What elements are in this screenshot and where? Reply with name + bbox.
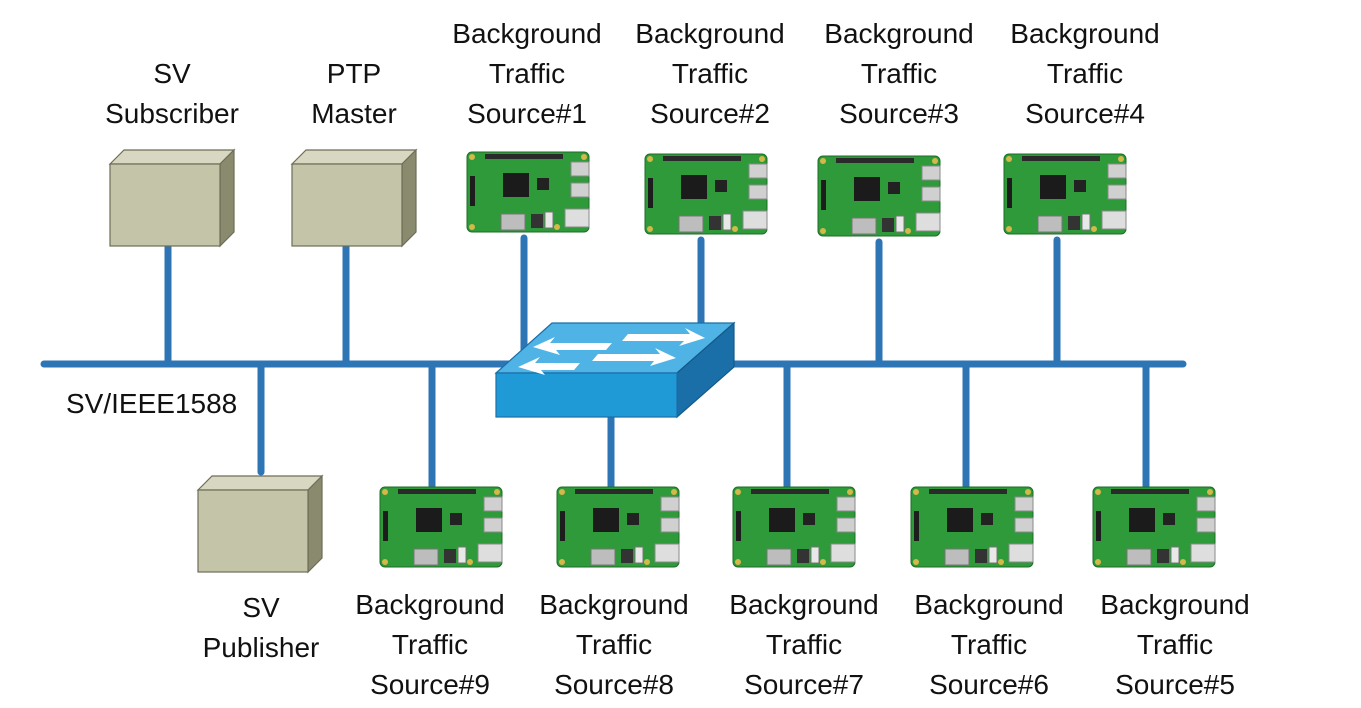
traffic-source-4-label-line: Background xyxy=(1010,18,1160,49)
traffic-source-1-board-icon xyxy=(466,151,590,233)
traffic-source-5-board-icon xyxy=(1092,486,1216,568)
sv-publisher-label-line: SV xyxy=(242,592,280,623)
traffic-source-4-board-icon xyxy=(1003,153,1127,235)
traffic-source-9-label-line: Source#9 xyxy=(370,669,490,700)
bus-label: SV/IEEE1588 xyxy=(66,388,238,419)
network-switch-icon xyxy=(494,321,736,419)
traffic-source-8-label-line: Source#8 xyxy=(554,669,674,700)
sv-subscriber-icon xyxy=(109,149,235,247)
sv-publisher-icon xyxy=(197,475,323,573)
traffic-source-7-label-line: Source#7 xyxy=(744,669,864,700)
traffic-source-6-board-icon xyxy=(910,486,1034,568)
traffic-source-7-board-icon xyxy=(732,486,856,568)
traffic-source-9-label-line: Traffic xyxy=(391,629,469,660)
traffic-source-4-label-line: Traffic xyxy=(1046,58,1124,89)
traffic-source-3-label-line: Background xyxy=(824,18,974,49)
traffic-source-5-label-line: Traffic xyxy=(1136,629,1214,660)
traffic-source-6-label-line: Source#6 xyxy=(929,669,1049,700)
ptp-master-label-line: Master xyxy=(311,98,397,129)
sv-publisher-label: SV Publisher xyxy=(161,588,361,668)
ptp-master-label: PTP Master xyxy=(254,54,454,134)
traffic-source-6-label-line: Traffic xyxy=(950,629,1028,660)
traffic-source-2-label-line: Background xyxy=(635,18,785,49)
traffic-source-7-label-line: Background xyxy=(729,589,879,620)
traffic-source-9-label-line: Background xyxy=(355,589,505,620)
sv-subscriber-label: SV Subscriber xyxy=(72,54,272,134)
traffic-source-2-label-line: Source#2 xyxy=(650,98,770,129)
traffic-source-5-label-line: Background xyxy=(1100,589,1250,620)
traffic-source-7-label-line: Traffic xyxy=(765,629,843,660)
traffic-source-8-board-icon xyxy=(556,486,680,568)
traffic-source-4-label-line: Source#4 xyxy=(1025,98,1145,129)
traffic-source-5-label-line: Source#5 xyxy=(1115,669,1235,700)
traffic-source-6-label-line: Background xyxy=(914,589,1064,620)
ptp-master-label-line: PTP xyxy=(326,58,382,89)
traffic-source-1-label-line: Background xyxy=(452,18,602,49)
sv-subscriber-label-line: Subscriber xyxy=(105,98,239,129)
traffic-source-8-label-line: Background xyxy=(539,589,689,620)
traffic-source-1-label-line: Source#1 xyxy=(467,98,587,129)
traffic-source-9-board-icon xyxy=(379,486,503,568)
traffic-source-1-label-line: Traffic xyxy=(488,58,566,89)
sv-subscriber-label-line: SV xyxy=(153,58,191,89)
traffic-source-3-label-line: Traffic xyxy=(860,58,938,89)
ptp-master-icon xyxy=(291,149,417,247)
sv-publisher-label-line: Publisher xyxy=(202,632,320,663)
traffic-source-8-label-line: Traffic xyxy=(575,629,653,660)
traffic-source-3-label-line: Source#3 xyxy=(839,98,959,129)
traffic-source-3-board-icon xyxy=(817,155,941,237)
traffic-source-2-label-line: Traffic xyxy=(671,58,749,89)
traffic-source-2-board-icon xyxy=(644,153,768,235)
